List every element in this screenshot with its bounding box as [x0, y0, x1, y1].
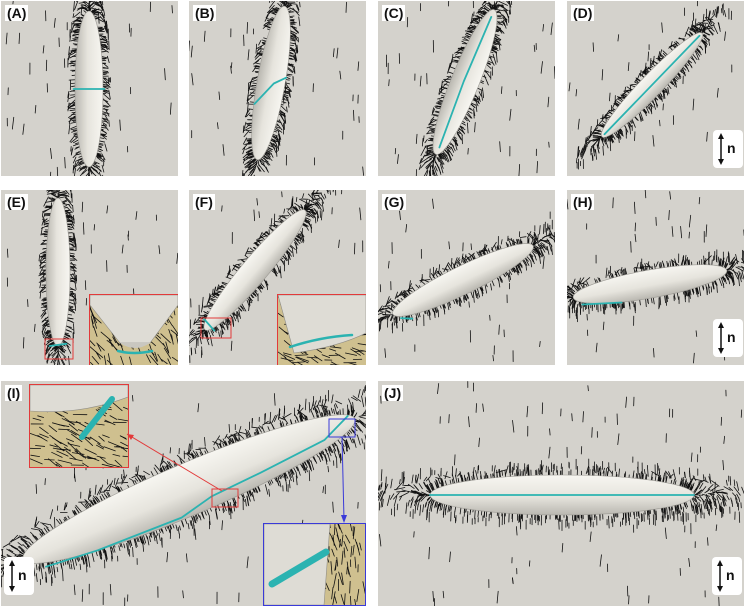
scene-c	[386, 1, 555, 176]
panel-label-c: (C)	[382, 5, 406, 21]
panel-j: (J) n	[378, 381, 744, 606]
double-arrow-icon	[718, 133, 724, 165]
panel-label-i: (I)	[5, 385, 23, 401]
panel-label-j: (J)	[382, 385, 404, 401]
panel-d: (D) n	[567, 1, 744, 176]
director-label-j: n	[726, 567, 735, 583]
panel-i: (I) n	[1, 381, 366, 606]
panel-label-f: (F)	[193, 194, 215, 210]
panel-label-d: (D)	[571, 5, 595, 21]
double-arrow-icon	[9, 560, 15, 592]
panel-label-e: (E)	[5, 194, 28, 210]
inset-f	[277, 294, 366, 365]
panel-label-a: (A)	[5, 5, 29, 21]
panel-label-g: (G)	[382, 194, 407, 210]
scene-d	[568, 1, 733, 170]
panel-e: (E)	[1, 190, 178, 365]
director-label-d: n	[727, 140, 736, 156]
double-arrow-icon	[718, 322, 724, 354]
inset-scene-i-bottom	[264, 524, 365, 605]
double-arrow-icon	[717, 560, 723, 592]
panel-f: (F)	[189, 190, 366, 365]
panel-label-h: (H)	[571, 194, 595, 210]
panel-c: (C)	[378, 1, 555, 176]
panel-a: (A)	[1, 1, 178, 176]
scene-a	[5, 1, 173, 176]
scene-f	[189, 190, 364, 365]
director-indicator-d: n	[713, 130, 743, 168]
panel-h: (H) n	[567, 190, 744, 365]
scene-j	[378, 381, 744, 606]
inset-e	[89, 294, 178, 365]
inset-scene-i-top	[30, 385, 128, 467]
inset-scene-e	[90, 295, 178, 365]
director-label-h: n	[727, 329, 736, 345]
panel-b: (B)	[189, 1, 366, 176]
panel-g: (G)	[378, 190, 555, 365]
inset-i-top	[29, 384, 129, 468]
director-indicator-h: n	[713, 319, 743, 357]
inset-i-bottom	[263, 523, 366, 606]
scene-h	[567, 190, 744, 364]
director-indicator-j: n	[712, 557, 742, 595]
scene-e	[6, 190, 178, 365]
inset-scene-f	[278, 295, 366, 365]
panel-label-b: (B)	[193, 5, 217, 21]
scene-b	[189, 1, 364, 176]
director-label-i: n	[18, 567, 27, 583]
director-indicator-i: n	[4, 557, 34, 595]
scene-g	[378, 198, 555, 363]
